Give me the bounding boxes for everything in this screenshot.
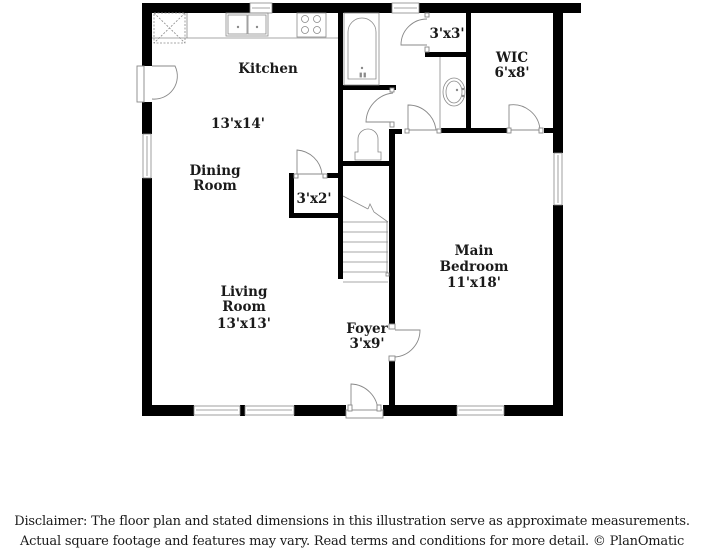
label-bedroom-1: Main bbox=[455, 243, 494, 259]
label-living-1: Living bbox=[221, 284, 268, 300]
label-living-dim: 13'x13' bbox=[217, 316, 271, 332]
stairs-icon bbox=[342, 195, 390, 283]
label-foyer-dim: 3'x9' bbox=[349, 336, 384, 352]
label-closet-3x3: 3'x3' bbox=[429, 26, 464, 42]
window-living-2 bbox=[244, 405, 295, 416]
doors bbox=[136, 12, 544, 419]
label-kitchen-dim: 13'x14' bbox=[211, 116, 265, 132]
label-closet-3x2: 3'x2' bbox=[296, 191, 331, 207]
room-labels: Kitchen 13'x14' Dining Room 3'x2' 3'x3' … bbox=[189, 26, 529, 352]
refrigerator-icon bbox=[153, 12, 186, 44]
label-bedroom-2: Bedroom bbox=[440, 259, 509, 275]
label-wic-dim: 6'x8' bbox=[494, 65, 529, 81]
windows bbox=[142, 2, 563, 416]
window-living-1 bbox=[193, 405, 241, 416]
label-living-2: Room bbox=[222, 299, 266, 315]
bathtub-icon bbox=[343, 12, 380, 86]
kitchen-sink-icon bbox=[225, 12, 269, 37]
label-dining-1: Dining bbox=[189, 163, 241, 179]
interior-walls bbox=[289, 13, 556, 405]
label-bedroom-dim: 11'x18' bbox=[447, 275, 501, 291]
label-wic: WIC bbox=[495, 50, 528, 66]
disclaimer-line-2: Actual square footage and features may v… bbox=[19, 534, 685, 549]
disclaimer-line-1: Disclaimer: The floor plan and stated di… bbox=[14, 514, 690, 529]
disclaimer: Disclaimer: The floor plan and stated di… bbox=[0, 512, 704, 552]
fixtures bbox=[152, 12, 466, 283]
label-dining-2: Room bbox=[193, 178, 237, 194]
window-bedroom-bottom bbox=[456, 405, 505, 416]
bathroom-sink-icon bbox=[439, 57, 466, 128]
exterior-walls bbox=[142, 3, 581, 416]
label-kitchen: Kitchen bbox=[238, 61, 298, 77]
label-foyer: Foyer bbox=[346, 321, 388, 337]
stove-icon bbox=[296, 12, 327, 38]
toilet-icon bbox=[354, 128, 382, 161]
